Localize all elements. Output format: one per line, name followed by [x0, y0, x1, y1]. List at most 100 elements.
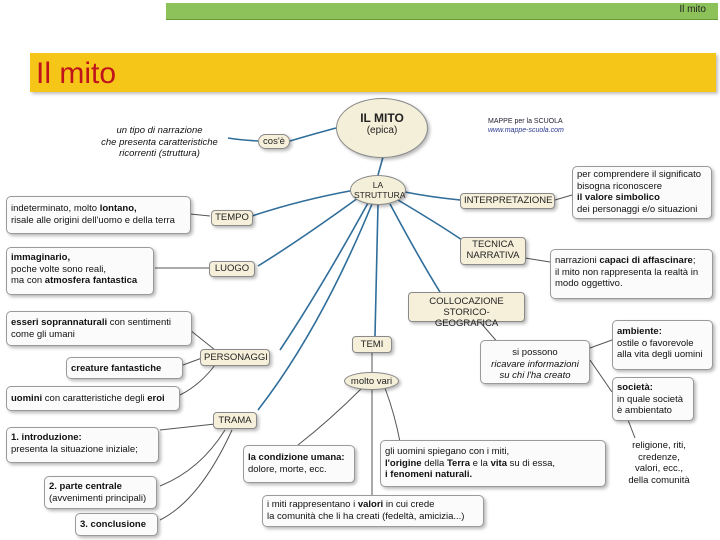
title-bar: Il mito — [30, 53, 716, 92]
esseri-text-b: con sentimenti — [107, 317, 172, 328]
parte-line-2: (avvenimenti principali) — [49, 492, 147, 504]
condizione-line-1: la condizione umana: — [248, 452, 345, 463]
box-si-possono: si possono ricavare informazioni su chi … — [480, 340, 590, 384]
connector-struttura-luogo — [257, 197, 359, 267]
uomini-text-c: eroi — [147, 393, 165, 404]
interp-line-3: il valore simbolico — [577, 192, 660, 203]
line-tecnica-box — [524, 257, 551, 263]
intro-line-1: 1. introduzione: — [11, 432, 82, 443]
societa-line-2: in quale società — [617, 393, 684, 405]
tempo-text-b: lontano, — [99, 203, 137, 214]
esseri-line-2: come gli umani — [11, 328, 75, 340]
definition-text: un tipo di narrazione che presenta carat… — [92, 125, 227, 160]
node-tempo: TEMPO — [211, 210, 253, 226]
line-societa-religione — [627, 419, 636, 439]
collocazione-line-2: STORICO-GEOGRAFICA — [434, 307, 499, 329]
interp-line-1: per comprendere il significato — [577, 169, 702, 180]
node-interpretazione: INTERPRETAZIONE — [460, 193, 555, 209]
spiegano-line-3: i fenomeni naturali. — [385, 469, 473, 480]
connector-struttura-trama — [257, 203, 373, 411]
valori-text-c: in cui crede — [383, 499, 435, 510]
node-la-struttura: LA STRUTTURA — [350, 175, 406, 205]
node-molto-vari: molto vari — [344, 372, 399, 390]
luogo-text-b: atmosfera fantastica — [44, 275, 138, 286]
connector-struttura-personaggi — [279, 202, 369, 351]
center-title: IL MITO — [360, 111, 404, 125]
box-valori: i miti rappresentano i valori in cui cre… — [262, 495, 484, 527]
line-personaggi-creature — [182, 357, 203, 366]
struttura-line-1: LA — [372, 180, 384, 190]
top-header-bar: Il mito — [166, 3, 718, 20]
page-title: Il mito — [36, 57, 117, 90]
box-creature: creature fantastiche — [66, 357, 183, 379]
box-spiegano: gli uomini spiegano con i miti, l'origin… — [380, 440, 606, 487]
box-tempo: indeterminato, molto lontano, risale all… — [6, 196, 191, 234]
node-personaggi: PERSONAGGI — [200, 349, 270, 366]
valori-text-a: i miti rappresentano i — [267, 499, 358, 510]
line-personaggi-uomini — [179, 364, 216, 396]
line-sipossono-societa — [589, 359, 613, 393]
tecnica-line-3: modo oggettivo. — [555, 278, 623, 289]
spiegano-text-e: vita — [490, 457, 507, 469]
sipossono-line-1: si possono — [512, 347, 558, 358]
religione-line-3: valori, ecc., — [634, 463, 684, 474]
line-trama-parte — [159, 429, 226, 487]
connector-struttura-tecnica — [397, 199, 463, 241]
center-subtitle: (epica) — [366, 125, 398, 136]
definition-line-1: un tipo di narrazione — [116, 125, 203, 136]
intro-line-2: presenta la situazione iniziale; — [11, 443, 138, 455]
line-sipossono-ambiente — [589, 339, 613, 349]
tecnica-text-b: capaci di affascinare — [599, 255, 693, 266]
valori-text-b: valori — [357, 499, 384, 510]
spiegano-text-d: e la — [470, 457, 491, 469]
box-societa: società: in quale società è ambientato — [612, 377, 694, 421]
spiegano-text-b: della — [421, 457, 447, 469]
tecnica-text-c: ; — [692, 255, 696, 266]
line-trama-intro — [159, 423, 216, 431]
node-luogo: LUOGO — [209, 261, 255, 277]
sipossono-line-3: su chi l'ha creato — [499, 370, 571, 381]
collocazione-line-1: COLLOCAZIONE — [429, 296, 504, 307]
uomini-text-b: con caratteristiche degli — [42, 393, 148, 404]
node-trama: TRAMA — [213, 412, 257, 429]
connector-struttura-temi — [374, 203, 379, 337]
line-trama-conclusione — [159, 429, 233, 521]
spiegano-text-a: l'origine — [385, 457, 422, 469]
box-tecnica: narrazioni capaci di affascinare; il mit… — [550, 249, 713, 299]
tempo-line-2: risale alle origini dell'uomo e della te… — [11, 214, 175, 226]
interp-line-2: bisogna riconoscere — [577, 180, 663, 192]
spiegano-text-c: Terra — [446, 457, 470, 469]
condizione-line-2: dolore, morte, ecc. — [248, 463, 327, 475]
societa-line-1: società: — [617, 382, 653, 393]
line-vari-spiegano — [384, 387, 401, 443]
religione-text: religione, riti, credenze, valori, ecc.,… — [618, 440, 700, 486]
luogo-line-2: poche volte sono reali, — [11, 263, 107, 275]
node-tecnica-narrativa: TECNICA NARRATIVA — [460, 237, 526, 265]
luogo-line-1: immaginario, — [11, 252, 71, 263]
tempo-text-a: indeterminato, molto — [11, 203, 100, 214]
parte-line-1: 2. parte centrale — [49, 481, 122, 492]
tecnica-line-1: TECNICA — [472, 239, 514, 250]
struttura-line-2: STRUTTURA — [354, 190, 406, 200]
ambiente-line-2: ostile o favorevole — [617, 337, 694, 349]
valori-line-2: la comunità che li ha creati (fedeltà, a… — [267, 510, 465, 522]
societa-line-3: è ambientato — [617, 405, 672, 416]
node-collocazione: COLLOCAZIONE STORICO-GEOGRAFICA — [408, 292, 525, 329]
spiegano-text-f: su di essa, — [506, 457, 556, 469]
node-temi: TEMI — [352, 336, 392, 353]
center-node-il-mito: IL MITO (epica) — [336, 98, 428, 158]
tecnica-line-2: il mito non rappresenta la realtà in — [555, 266, 699, 278]
node-cose: cos'è — [258, 134, 290, 149]
ambiente-line-1: ambiente: — [617, 326, 662, 337]
box-ambiente: ambiente: ostile o favorevole alla vita … — [612, 320, 713, 370]
connector-center-struttura — [377, 156, 384, 176]
tecnica-line-2: NARRATIVA — [466, 250, 520, 261]
line-tempo-box — [189, 213, 211, 217]
line-personaggi-esseri — [189, 329, 216, 351]
connector-cose-definizione — [227, 137, 259, 142]
line-interpretazione-box — [554, 194, 573, 201]
esseri-text-a: esseri soprannaturali — [11, 317, 108, 328]
religione-line-2: credenze, — [638, 451, 680, 463]
box-parte-centrale: 2. parte centrale (avvenimenti principal… — [44, 476, 157, 509]
